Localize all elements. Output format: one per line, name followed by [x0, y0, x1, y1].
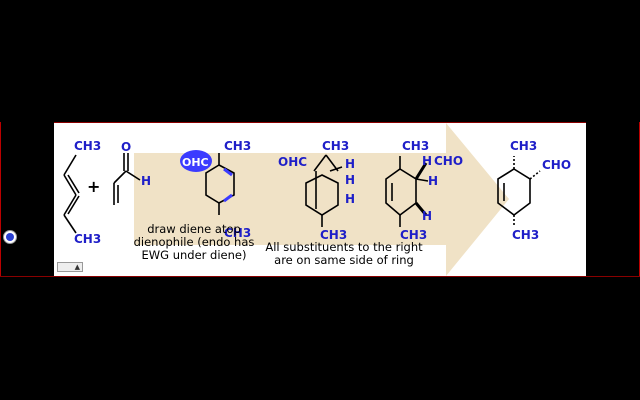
step3-h3: H: [422, 209, 432, 223]
plus-sign: +: [87, 177, 100, 196]
right-letterbox: [586, 122, 640, 277]
dienophile-hydrogen: H: [141, 174, 151, 188]
endo-note-line3: EWG under diene): [141, 248, 247, 262]
product-top-methyl: CH3: [510, 139, 537, 153]
step3-top-methyl: CH3: [402, 139, 429, 153]
endo-note-line1: draw diene atop: [147, 222, 241, 236]
step3-aldehyde: CHO: [434, 154, 463, 168]
highlight-scribble: [180, 150, 212, 172]
step1-bottom-methyl: CH3: [224, 226, 251, 240]
reaction-scheme: CH3 CH3 + O H OHC CH3 CH3 OHC CH3: [63, 123, 571, 276]
endo-note: draw diene atop dienophile (endo has EWG…: [124, 223, 264, 262]
frame-border-top: [0, 122, 640, 123]
top-letterbox: [0, 0, 640, 122]
substituent-note: All substituents to the right are on sam…: [254, 241, 434, 267]
step2-h1: H: [345, 157, 355, 171]
substituent-note-line2: are on same side of ring: [274, 253, 414, 267]
step2-bottom-methyl: CH3: [320, 228, 347, 242]
dienophile-oxygen: O: [121, 140, 131, 154]
step2-structure: [305, 154, 343, 227]
step2-top-methyl: CH3: [322, 139, 349, 153]
diene-structure: [63, 154, 80, 234]
diene-bottom-methyl: CH3: [74, 232, 101, 246]
slide-nav-icon[interactable]: ▲: [57, 262, 83, 272]
step2-h3: H: [345, 192, 355, 206]
step1-top-methyl: CH3: [224, 139, 251, 153]
left-letterbox: [0, 122, 54, 277]
step1-aldehyde: OHC: [182, 156, 209, 169]
product-aldehyde: CHO: [542, 158, 571, 172]
reaction-arrow: [134, 123, 509, 276]
step3-h2: H: [428, 174, 438, 188]
substituent-note-line1: All substituents to the right: [265, 240, 423, 254]
product-bottom-methyl: CH3: [512, 228, 539, 242]
lecture-slide: CH3 CH3 + O H OHC CH3 CH3 OHC CH3: [54, 123, 586, 276]
endo-note-line2: dienophile (endo has: [133, 235, 255, 249]
step3-bottom-methyl: CH3: [400, 228, 427, 242]
step2-aldehyde: OHC: [278, 155, 307, 169]
step1-ring: [205, 153, 235, 215]
bottom-letterbox: [0, 277, 640, 400]
frame-border-bottom: [0, 276, 640, 277]
step2-h2: H: [345, 173, 355, 187]
dienophile-structure: [113, 153, 141, 205]
diene-top-methyl: CH3: [74, 139, 101, 153]
product-ring: [497, 156, 541, 227]
step3-h: H: [422, 154, 432, 168]
step3-ring: [385, 156, 429, 227]
pen-tool-icon[interactable]: [3, 230, 17, 244]
